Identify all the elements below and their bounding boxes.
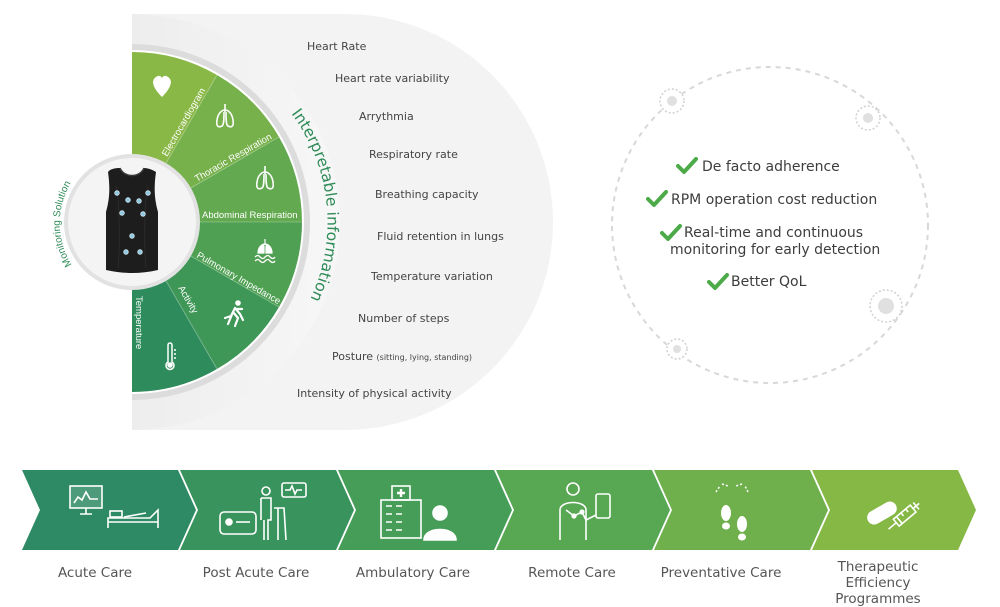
- pill-syringe-icon: [867, 501, 920, 530]
- info-text: Fluid retention in lungs: [377, 230, 504, 243]
- info-text: Temperature variation: [371, 270, 493, 283]
- benefit-text: Better QoL: [731, 274, 807, 290]
- check-icon: [660, 224, 682, 241]
- lungs-icon: [255, 166, 275, 190]
- care-label-therapeutic: Therapeutic Efficiency Programmes: [835, 559, 921, 607]
- clinic-doctor-icon: [380, 485, 457, 541]
- benefit-text: Real-time and continuous: [684, 225, 864, 241]
- info-text: Posture: [332, 350, 374, 363]
- sensor-label-temperature: Temperature: [133, 296, 144, 349]
- info-text: Heart rate variability: [335, 72, 450, 85]
- care-label-preventative: Preventative Care: [660, 565, 782, 581]
- care-label-remote: Remote Care: [528, 565, 616, 581]
- info-text: Intensity of physical activity: [297, 387, 452, 400]
- info-text: Breathing capacity: [375, 188, 479, 201]
- sensor-label-abdominal: Abdominal Respiration: [202, 210, 298, 221]
- footsteps-icon: [715, 483, 749, 541]
- info-item: Number of steps: [358, 312, 449, 325]
- info-item: Intensity of physical activity: [297, 387, 452, 400]
- person-phone-icon: [559, 482, 611, 540]
- thermometer-icon: [165, 342, 176, 371]
- info-item: Temperature variation: [371, 270, 493, 283]
- benefit-item-continued: monitoring for early detection: [670, 242, 880, 259]
- info-text: Arrythmia: [359, 110, 414, 123]
- benefit-text: monitoring for early detection: [670, 242, 881, 258]
- info-item: Respiratory rate: [369, 148, 458, 161]
- chevron-preventative: [654, 470, 828, 550]
- benefit-text: De facto adherence: [702, 159, 840, 175]
- info-text: Respiratory rate: [369, 148, 458, 161]
- info-item: Breathing capacity: [375, 188, 479, 201]
- info-note: (sitting, lying, standing): [376, 353, 473, 362]
- chevron-post-acute: [180, 470, 354, 550]
- lungs-icon: [215, 104, 235, 128]
- care-label-ambulatory: Ambulatory Care: [355, 565, 471, 581]
- monitor-hospital-bed-icon: [69, 485, 159, 528]
- info-text: Number of steps: [358, 312, 450, 325]
- info-item: Heart Rate: [307, 40, 366, 53]
- check-icon: [707, 273, 729, 290]
- info-item: Posture (sitting, lying, standing): [332, 350, 472, 363]
- info-item: Arrythmia: [359, 110, 414, 123]
- lungs-water-icon: [254, 239, 276, 264]
- check-icon: [676, 157, 698, 174]
- benefit-item: Real-time and continuous: [684, 225, 863, 242]
- heart-icon: [153, 75, 171, 97]
- benefits-circle: [611, 66, 929, 384]
- running-person-icon: [223, 300, 245, 328]
- care-label-post-acute: Post Acute Care: [202, 565, 310, 581]
- care-chevrons: [22, 470, 976, 550]
- patient-walker-icon: [219, 482, 307, 541]
- info-item: Heart rate variability: [335, 72, 450, 85]
- info-text: Heart Rate: [307, 40, 367, 53]
- info-item: Fluid retention in lungs: [377, 230, 504, 243]
- benefit-item: Better QoL: [731, 274, 806, 291]
- sector-dividers: [131, 74, 302, 370]
- benefit-item: De facto adherence: [702, 159, 840, 176]
- check-icon: [646, 190, 668, 207]
- benefit-text: RPM operation cost reduction: [671, 192, 878, 208]
- chevron-acute: [22, 470, 196, 550]
- benefit-item: RPM operation cost reduction: [671, 192, 877, 209]
- care-label-acute: Acute Care: [57, 565, 133, 581]
- vest-image: [106, 167, 158, 273]
